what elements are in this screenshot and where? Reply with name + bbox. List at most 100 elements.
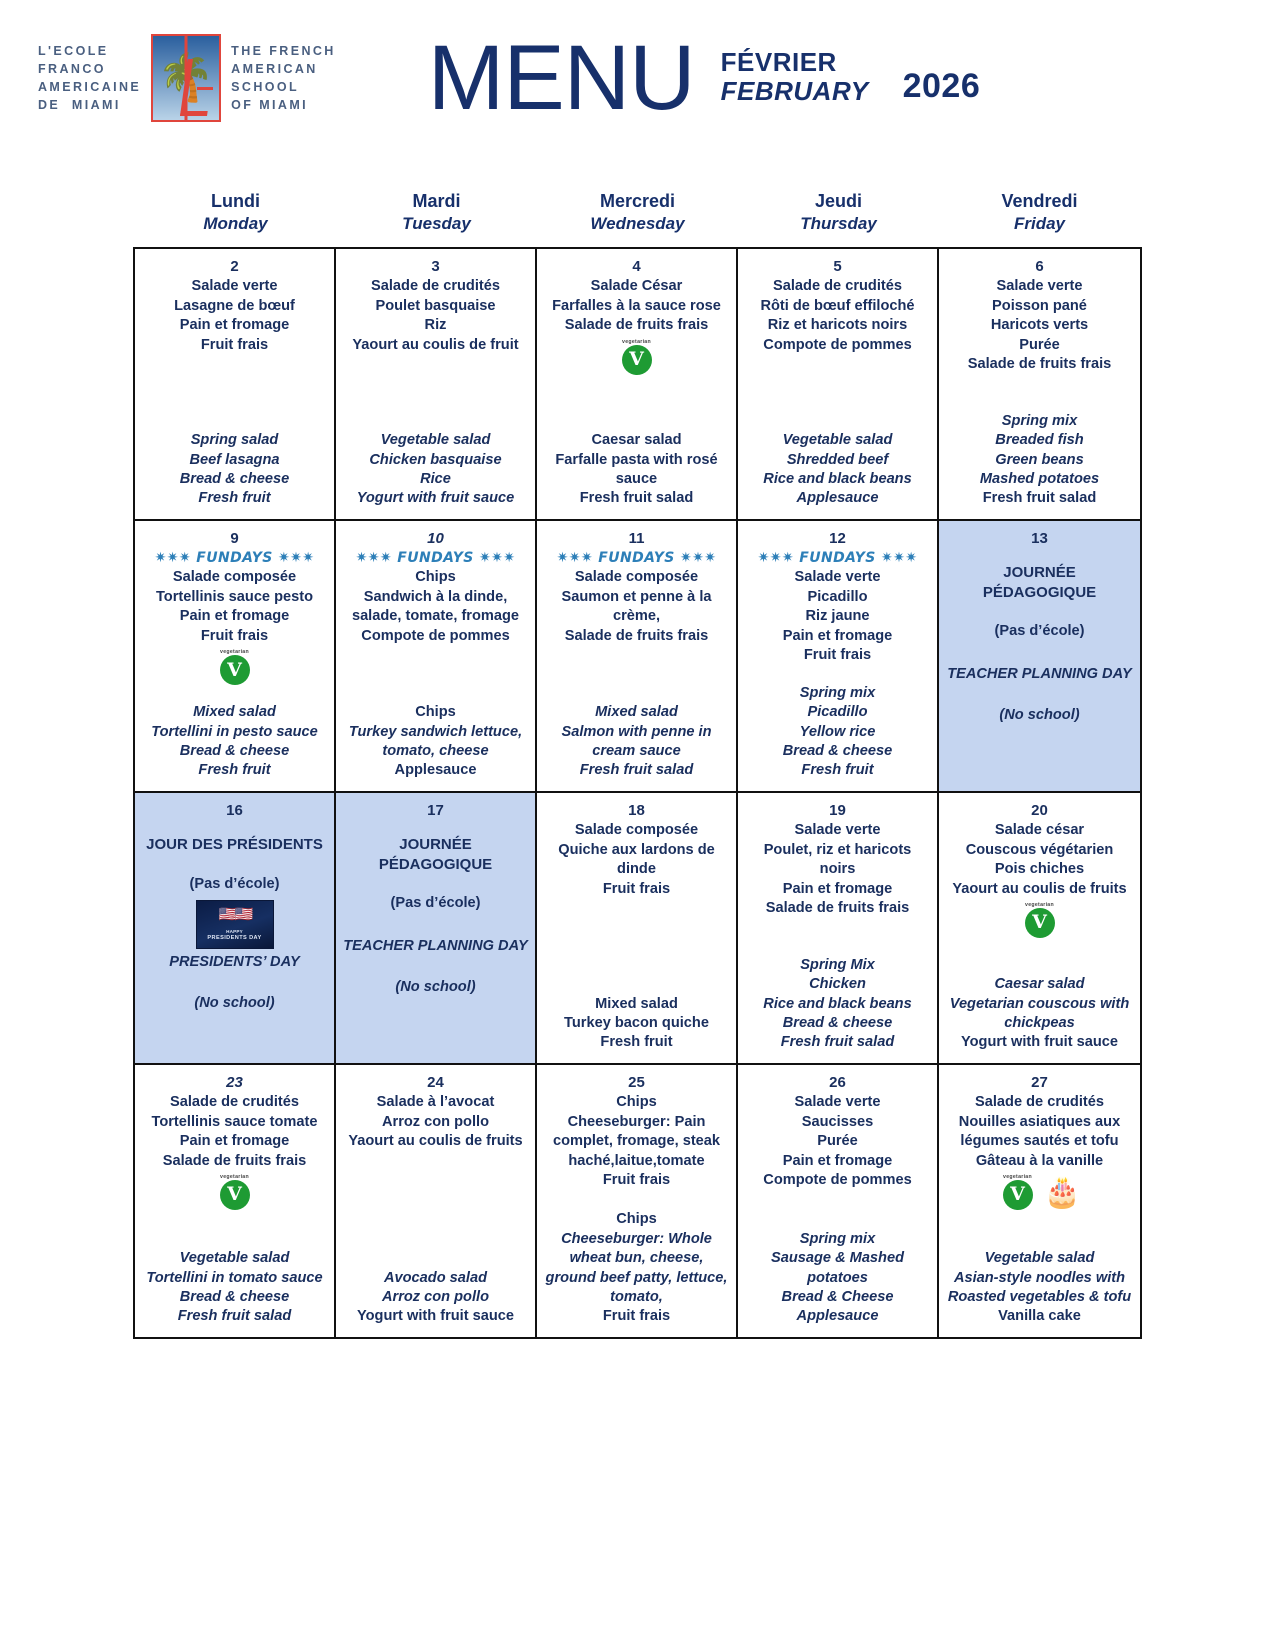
menu-line-fr: Pain et fromage bbox=[782, 880, 893, 897]
menu-line-fr: Pain et fromage bbox=[179, 1133, 290, 1150]
day-number: 24 bbox=[427, 1073, 444, 1091]
menu-line-fr: Picadillo bbox=[807, 588, 868, 605]
menu-line-en: Mixed salad bbox=[595, 995, 678, 1012]
menu-line-fr: Pain et fromage bbox=[782, 627, 893, 644]
page-header: L'ECOLE FRANCO AMERICAINE DE MIAMI 🌴 THE… bbox=[0, 0, 1275, 138]
menu-line-en: Rice and black beans bbox=[763, 470, 912, 487]
day-header-label-fr: Jeudi bbox=[814, 191, 862, 211]
day-number: 3 bbox=[431, 257, 440, 275]
menu-line-fr: Riz et haricots noirs bbox=[767, 317, 908, 334]
menu-line-fr: Riz bbox=[424, 317, 447, 334]
menu-line-en: Tortellini in tomato sauce bbox=[146, 1269, 323, 1286]
day-number: 12 bbox=[829, 529, 846, 547]
month-block: FÉVRIER FEBRUARY bbox=[721, 47, 869, 106]
day-number: 9 bbox=[230, 529, 239, 547]
menu-line-fr: Compote de pommes bbox=[361, 627, 510, 644]
menu-line-en: Avocado salad bbox=[383, 1269, 487, 1286]
menu-line-fr: Fruit frais bbox=[200, 627, 269, 644]
holiday-subtitle-en: (No school) bbox=[999, 707, 1080, 724]
menu-line-en: Bread & cheese bbox=[179, 1288, 290, 1305]
day-number: 6 bbox=[1035, 257, 1044, 275]
school-logo: L'ECOLE FRANCO AMERICAINE DE MIAMI 🌴 THE… bbox=[38, 34, 336, 122]
menu-line-fr: Sandwich à la dinde, salade, tomate, fro… bbox=[351, 588, 520, 625]
menu-line-fr: Salade verte bbox=[794, 1094, 881, 1111]
menu-line-fr: Arroz con pollo bbox=[381, 1113, 490, 1130]
menu-line-fr: Saucisses bbox=[801, 1113, 874, 1130]
menu-line-en: Yogurt with fruit sauce bbox=[356, 490, 515, 507]
menu-line-fr: Salade composée bbox=[574, 569, 699, 586]
menu-line-en: Sausage & Mashed potatoes bbox=[770, 1250, 904, 1286]
menu-line-en: Bread & cheese bbox=[179, 470, 290, 487]
day-number: 20 bbox=[1031, 801, 1048, 819]
day-number: 25 bbox=[628, 1073, 645, 1091]
holiday-title-fr: JOURNÉE PÉDAGOGIQUE bbox=[982, 564, 1097, 601]
menu-line-fr: Yaourt au coulis de fruit bbox=[352, 336, 519, 353]
menu-line-fr: Purée bbox=[1019, 336, 1060, 353]
menu-line-en: Yogurt with fruit sauce bbox=[356, 1308, 515, 1325]
day-header-label-fr: Lundi bbox=[211, 191, 260, 211]
menu-line-fr: Chips bbox=[616, 1094, 657, 1111]
logo-text-french: L'ECOLE FRANCO AMERICAINE DE MIAMI bbox=[38, 44, 142, 112]
menu-line-fr: Saumon et penne à la crème, bbox=[561, 588, 712, 625]
menu-line-en: Spring mix bbox=[799, 684, 876, 701]
day-number: 27 bbox=[1031, 1073, 1048, 1091]
menu-line-fr: Pain et fromage bbox=[179, 317, 290, 334]
holiday-subtitle-fr: (Pas d’école) bbox=[994, 623, 1085, 640]
day-header-label-en: Thursday bbox=[800, 214, 877, 234]
menu-line-fr: Poulet basquaise bbox=[375, 297, 496, 314]
menu-line-en: Chips bbox=[616, 1211, 657, 1228]
menu-line-fr: Salade à l’avocat bbox=[376, 1094, 495, 1111]
fundays-banner: ✷✷✷ FUNDAYS ✷✷✷ bbox=[355, 550, 516, 567]
vegetarian-icon-letter: V bbox=[227, 1183, 242, 1206]
day-number: 19 bbox=[829, 801, 846, 819]
vegetarian-icon-word: vegetarian bbox=[622, 338, 651, 345]
menu-line-en: Vegetable salad bbox=[984, 1250, 1095, 1267]
menu-line-fr: Pain et fromage bbox=[782, 1152, 893, 1169]
day-number: 5 bbox=[833, 257, 842, 275]
menu-line-en: Vegetable salad bbox=[179, 1250, 290, 1267]
holiday-title-en: TEACHER PLANNING DAY bbox=[343, 938, 528, 955]
menu-line-fr: Cheeseburger: Pain complet, fromage, ste… bbox=[552, 1113, 721, 1169]
menu-line-en: Fresh fruit salad bbox=[177, 1308, 292, 1325]
menu-line-en: Rice and black beans bbox=[763, 995, 912, 1012]
title-block: MENU FÉVRIER FEBRUARY 2026 bbox=[428, 32, 981, 124]
menu-line-fr: Quiche aux lardons de dinde bbox=[558, 841, 715, 878]
